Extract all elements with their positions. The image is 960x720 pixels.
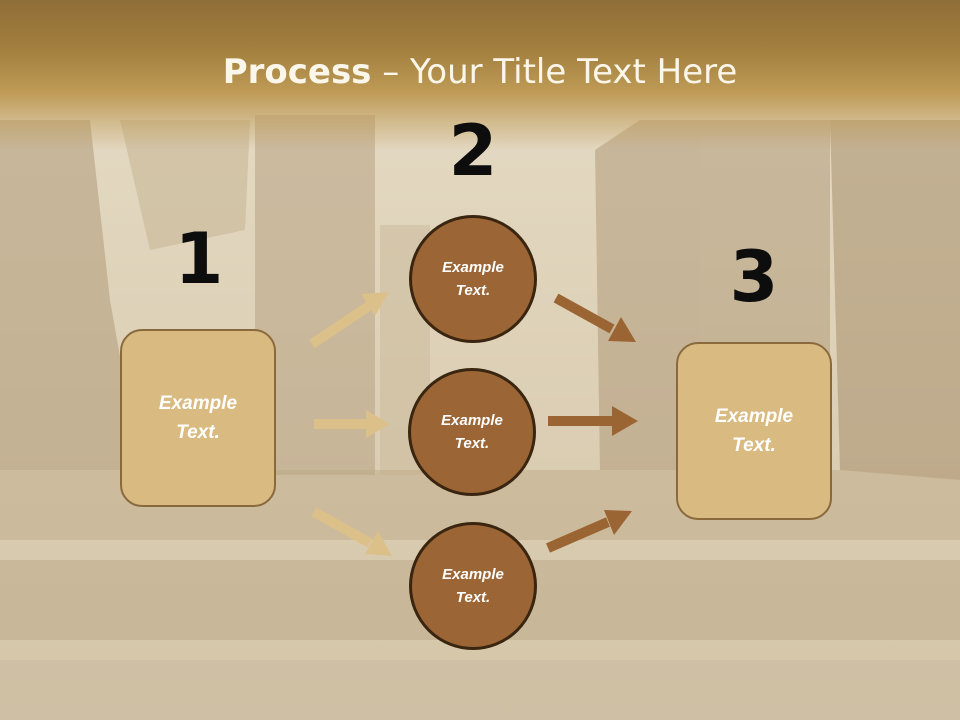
right-text-box[interactable]: Example Text.: [676, 342, 832, 520]
step-number-1: 1: [174, 218, 224, 300]
step-number-3: 3: [729, 236, 779, 318]
arrow-from-circle-top: [553, 293, 636, 342]
circle-top[interactable]: Example Text.: [409, 215, 537, 343]
circle-middle[interactable]: Example Text.: [408, 368, 536, 496]
arrow-from-circle-middle: [548, 406, 638, 436]
slide-title[interactable]: Process – Your Title Text Here: [0, 52, 960, 92]
circle-bottom[interactable]: Example Text.: [409, 522, 537, 650]
right-box-text: Example Text.: [714, 406, 794, 456]
step-number-2: 2: [448, 110, 498, 192]
arrow-from-circle-bottom: [546, 510, 632, 553]
title-rest: – Your Title Text Here: [371, 52, 738, 92]
title-banner: [0, 0, 960, 150]
circle-bottom-text: Example Text.: [442, 566, 504, 606]
arrow-to-circle-top: [309, 292, 389, 349]
circle-middle-text: Example Text.: [441, 412, 503, 452]
circle-top-text: Example Text.: [442, 259, 504, 299]
left-box-text: Example Text.: [158, 393, 238, 443]
arrow-to-circle-bottom: [311, 507, 392, 556]
arrow-to-circle-middle: [314, 410, 390, 438]
left-text-box[interactable]: Example Text.: [120, 329, 276, 507]
title-bold: Process: [222, 52, 372, 92]
